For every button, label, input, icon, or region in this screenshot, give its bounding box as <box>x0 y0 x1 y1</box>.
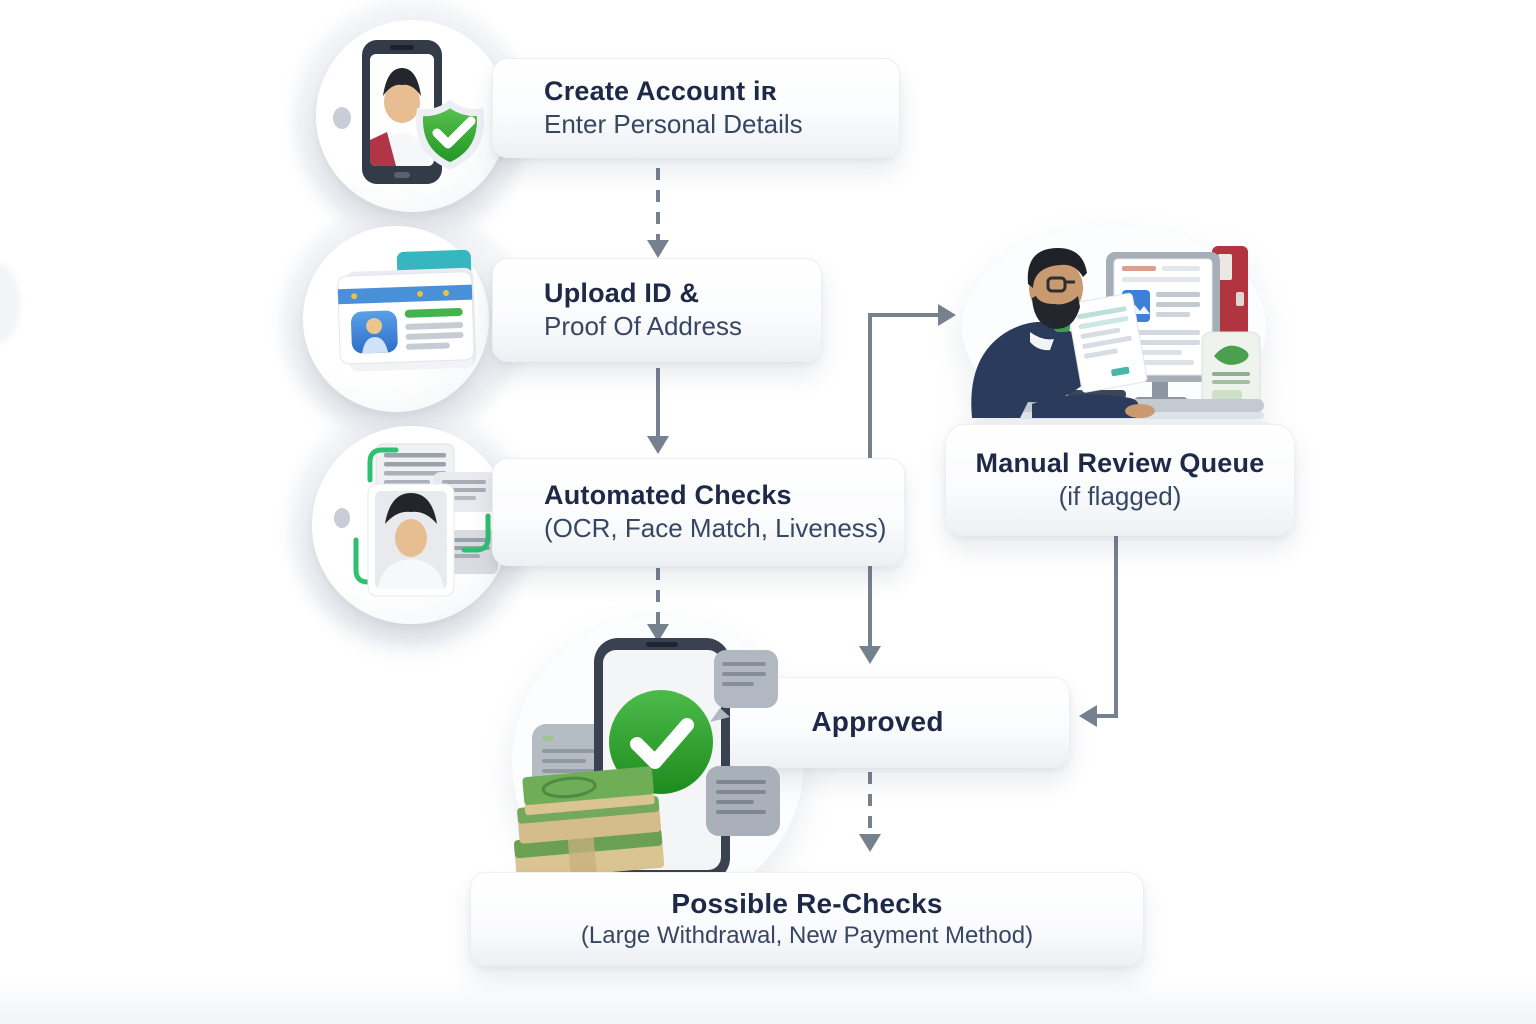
face-scan-documents-icon <box>334 443 498 597</box>
connector-approved-to-rechecks-dashed <box>868 772 872 834</box>
connector-upload-to-checks-arrowhead <box>647 436 669 454</box>
background-bottom-fade <box>0 978 1536 1024</box>
step-title-approved: Approved <box>811 706 944 738</box>
connector-branch-to-approved-arrowhead <box>859 646 881 664</box>
step-box-automated-checks: Automated Checks (OCR, Face Match, Liven… <box>492 458 905 566</box>
step-title-manual-review: Manual Review Queue <box>975 447 1265 478</box>
id-card-documents-icon <box>337 249 477 372</box>
step-title-automated-checks: Automated Checks <box>544 479 792 510</box>
connector-approved-to-rechecks-arrowhead <box>859 834 881 852</box>
connector-checks-to-approved-arrowhead <box>647 624 669 642</box>
phone-selfie-shield-check-icon <box>333 40 485 184</box>
connector-manual-review-to-approved-hline <box>1097 714 1118 718</box>
connector-manual-review-to-approved-arrowhead <box>1079 705 1097 727</box>
step-box-upload-id: Upload ID & Proof Of Address <box>492 258 822 362</box>
step-title-possible-rechecks: Possible Re-Checks <box>671 887 943 919</box>
connector-checks-to-approved-dashed <box>656 568 660 624</box>
step-subtitle-possible-rechecks: (Large Withdrawal, New Payment Method) <box>580 922 1034 950</box>
connector-upload-to-checks-line <box>656 368 660 436</box>
reviewer-at-desk-illustration <box>962 225 1271 435</box>
background-halo <box>0 264 20 342</box>
step-subtitle-automated-checks: (OCR, Face Match, Liveness) <box>544 513 887 544</box>
step-icon-circle-automated-checks <box>312 426 510 624</box>
connector-manual-review-to-approved-vline <box>1114 536 1118 718</box>
step-icon-circle-create-account <box>316 20 508 212</box>
phone-check-money-illustration <box>513 638 780 882</box>
step-title-upload-id: Upload ID & <box>544 277 700 308</box>
step-title-create-account: Create Account iʀ <box>544 75 777 106</box>
step-subtitle-create-account: Enter Personal Details <box>544 109 803 140</box>
step-subtitle-manual-review: (if flagged) <box>1058 481 1182 512</box>
connector-create-to-upload-dashed <box>656 168 660 240</box>
connector-branch-to-manual-review-arrowhead <box>938 304 956 326</box>
connector-branch-to-manual-review-line <box>868 313 938 317</box>
step-icon-circle-upload-id <box>303 226 489 412</box>
step-box-manual-review: Manual Review Queue (if flagged) <box>945 424 1295 536</box>
step-box-possible-rechecks: Possible Re-Checks (Large Withdrawal, Ne… <box>470 872 1144 966</box>
connector-create-to-upload-arrowhead <box>647 240 669 258</box>
step-box-create-account: Create Account iʀ Enter Personal Details <box>492 58 900 158</box>
step-subtitle-upload-id: Proof Of Address <box>544 311 742 342</box>
